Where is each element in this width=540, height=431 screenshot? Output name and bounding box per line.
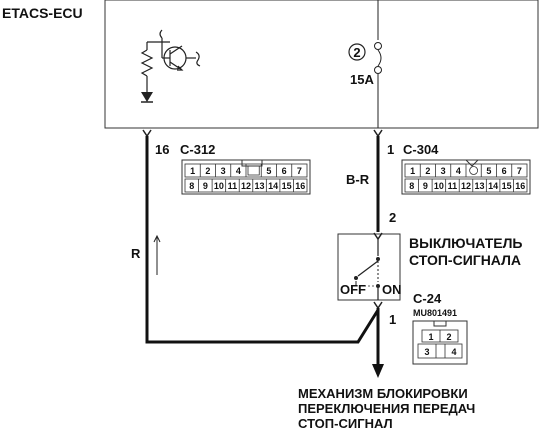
fuse-terminal-top	[374, 42, 382, 50]
c312-row2-pin: 8	[189, 181, 194, 191]
c312-row2-pin: 10	[214, 181, 224, 191]
switch-label-line2: СТОП-СИГНАЛА	[409, 252, 521, 268]
c312-row1-pin: 6	[282, 166, 287, 176]
wire-left-color: R	[131, 246, 141, 261]
c312-row1-empty-cavity	[247, 165, 260, 176]
c312-row1-pin: 4	[236, 166, 241, 176]
c312-row2-pin: 12	[241, 181, 251, 191]
c304-row1-pin: 5	[486, 166, 491, 176]
switch-pin-bottom: 1	[389, 312, 396, 327]
connector-c24	[412, 320, 468, 365]
c304-row2-pin: 10	[434, 181, 444, 191]
c312-row2-pin: 9	[203, 181, 208, 191]
switch-off-label: OFF	[340, 282, 366, 297]
c304-row2-pin: 13	[475, 181, 485, 191]
output-arrow	[372, 364, 384, 378]
switch-label-line1: ВЫКЛЮЧАТЕЛЬ	[409, 235, 522, 251]
c304-row1-pin: 1	[410, 166, 415, 176]
c304-row1-pin: 7	[517, 166, 522, 176]
left-connector-label: C-312	[180, 142, 215, 157]
c312-row2-pin: 16	[295, 181, 305, 191]
c304-row1-pin: 6	[502, 166, 507, 176]
left-wire-r	[145, 136, 380, 344]
right-connector-label: C-304	[403, 142, 439, 157]
c304-row2-pin: 8	[409, 181, 414, 191]
c304-row1-pin: 2	[425, 166, 430, 176]
c24-pin-3: 3	[424, 347, 429, 357]
switch-part-number: MU801491	[413, 308, 457, 318]
c312-row1-pin: 2	[205, 166, 210, 176]
ground-diode-icon	[141, 92, 153, 102]
right-terminal-number: 1	[387, 142, 394, 157]
c304-row2-pin: 11	[448, 181, 458, 191]
c312-row1-pin: 5	[266, 166, 271, 176]
c304-row2-pin: 9	[423, 181, 428, 191]
stop-lamp-switch-box	[337, 233, 401, 301]
c304-row2-pin: 16	[515, 181, 525, 191]
c312-row1-pin: 1	[190, 166, 195, 176]
left-terminal-arrow	[142, 129, 152, 138]
fuse-icon	[377, 49, 382, 67]
right-terminal-arrow	[373, 129, 383, 138]
ecu-label: ETACS-ECU	[2, 5, 83, 21]
c312-row1-pin: 3	[221, 166, 226, 176]
switch-on-label: ON	[382, 282, 402, 297]
c304-row2-pin: 14	[488, 181, 498, 191]
destination-line1: МЕХАНИЗМ БЛОКИРОВКИ	[298, 386, 468, 401]
switch-contact	[357, 260, 379, 277]
c24-pin-4: 4	[451, 347, 456, 357]
switch-connector-label: C-24	[413, 291, 442, 306]
ecu-box	[104, 0, 539, 129]
c304-row1-empty-cavity	[469, 166, 479, 175]
destination-line2: ПЕРЕКЛЮЧЕНИЯ ПЕРЕДАЧ	[298, 401, 475, 416]
c304-row1-pin: 4	[456, 166, 461, 176]
switch-pin-top: 2	[389, 210, 396, 225]
fuse-rating: 15A	[350, 72, 374, 87]
c312-row2-pin: 15	[282, 181, 292, 191]
fuse-number: 2	[353, 45, 360, 60]
c312-row1-pin: 7	[297, 166, 302, 176]
c24-pin-1: 1	[428, 332, 433, 342]
c304-row1-pin: 3	[441, 166, 446, 176]
c304-row2-pin: 15	[502, 181, 512, 191]
wire-right-color: B-R	[346, 172, 370, 187]
fuse-number-circle	[348, 43, 366, 61]
c312-row2-pin: 13	[255, 181, 265, 191]
transistor-symbol	[140, 29, 201, 96]
c24-pin-2: 2	[446, 332, 451, 342]
c312-row2-pin: 11	[228, 181, 238, 191]
left-terminal-number: 16	[155, 142, 169, 157]
c312-row2-pin: 14	[268, 181, 278, 191]
c304-row2-pin: 12	[461, 181, 471, 191]
destination-line3: СТОП-СИГНАЛ	[298, 416, 393, 431]
